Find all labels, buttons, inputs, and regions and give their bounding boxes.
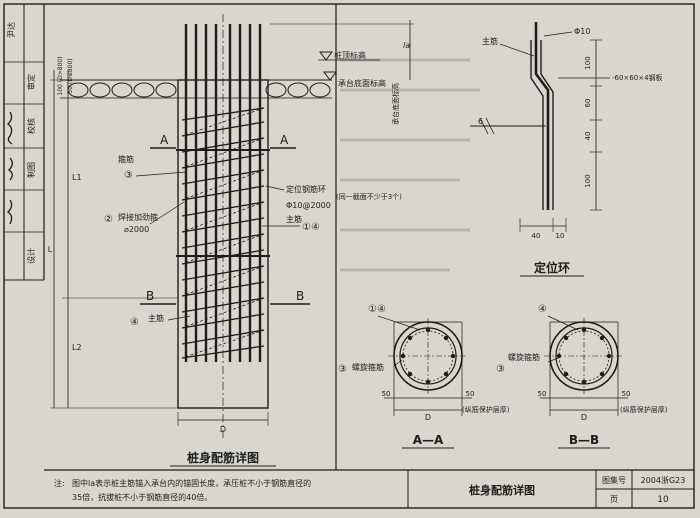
bb-dim-50-right: 50 — [622, 390, 631, 398]
dim-L2: L2 — [72, 343, 82, 352]
pile-top-label: 桩顶标高 — [334, 50, 366, 60]
aa-title: A—A — [413, 433, 444, 447]
pile-elevation-title: 桩身配筋详图 — [187, 450, 259, 465]
aa-spiral-label: 螺旋箍筋 — [352, 362, 384, 372]
pile-top-marker — [318, 51, 380, 61]
aa-dim-50-left: 50 — [382, 390, 391, 398]
dim-top-b: 50 (D≤800) — [67, 58, 74, 93]
bb-cover-note: (纵筋保护层厚) — [620, 405, 668, 414]
ring-main-bar-label: 主筋 — [482, 36, 498, 46]
cap-bottom-label: 承台底面标高 — [338, 78, 386, 88]
aa-bars — [400, 327, 456, 385]
ring-plate — [530, 40, 554, 210]
ring-plate-label: -60×60×4钢板 — [612, 73, 663, 82]
section-b-right: B — [296, 289, 304, 303]
outer-frame — [3, 3, 695, 509]
titleblock-atlas-no: 2004浙G23 — [641, 475, 686, 485]
note-block: 注: 图中la表示桩主筋锚入承台内的锚固长度，承压桩不小于钢筋直径的 35倍，抗… — [54, 478, 311, 502]
bb-spiral-label: 螺旋箍筋 — [508, 352, 540, 362]
locator-ring-detail: 主筋 Φ10 -60×60×4钢板 6 100 60 40 100 40 10 … — [470, 22, 663, 277]
note-prefix: 注: — [54, 478, 65, 488]
aa-dim-50-right: 50 — [466, 390, 475, 398]
stirrup-number: ③ — [124, 170, 133, 181]
dim-L1: L1 — [72, 173, 82, 182]
ring-width-10: 10 — [556, 232, 565, 240]
weld-hoop-label: 焊接加劲箍 — [118, 212, 158, 222]
ring-width-40: 40 — [532, 232, 541, 240]
weld-hoop-spec: ⌀2000 — [124, 225, 149, 234]
aa-dim-D: D — [425, 413, 431, 422]
ring-title: 定位环 — [534, 260, 570, 275]
pile-elevation: la 桩顶标高 承台底面标高 承台底面标高 A A B B ③ 箍筋 ② 焊接加… — [48, 14, 414, 467]
stirrup-label: 箍筋 — [118, 154, 134, 164]
titleblock-atlas-label: 图集号 — [602, 475, 626, 485]
note-line-1: 图中la表示桩主筋锚入承台内的锚固长度，承压桩不小于钢筋直径的 — [72, 478, 311, 488]
cap-bottom-vertical-label: 承台底面标高 — [391, 83, 400, 125]
locator-ring-label: 定位钢筋环 — [286, 184, 326, 194]
sidebar-signature-2 — [6, 111, 13, 145]
la-label: la — [403, 41, 410, 50]
ring-main-bar — [534, 22, 550, 210]
section-aa: ①④ ③ 螺旋箍筋 50 50 D (纵筋保护层厚) A—A — [338, 304, 510, 449]
locator-ring-note: (同一截面不少于3个) — [336, 192, 402, 201]
approval-sidebar: 尹达 审定 校核 制图 设计 — [4, 4, 45, 281]
ring-dim-4: 100 — [584, 174, 592, 187]
ring-dim-3: 40 — [584, 132, 592, 141]
sidebar-signature-3 — [7, 157, 13, 181]
aa-spiral-number: ③ — [338, 364, 347, 375]
locator-ring-spec: Φ10@2000 — [286, 201, 331, 210]
main-bar-low-number: ④ — [130, 317, 139, 328]
sidebar-signature-1: 尹达 — [6, 22, 16, 38]
section-a-right: A — [280, 133, 289, 147]
weld-hoop-number: ② — [104, 214, 113, 225]
section-a-left: A — [160, 133, 169, 147]
bb-dim-D: D — [581, 413, 587, 422]
titleblock-title: 桩身配筋详图 — [469, 483, 535, 497]
main-bar-label: 主筋 — [286, 214, 302, 224]
aa-cover-note: (纵筋保护层厚) — [462, 405, 510, 414]
ring-num-6: 6 — [478, 117, 483, 126]
section-b-left: B — [146, 289, 154, 303]
ring-dim-1: 100 — [584, 56, 592, 69]
section-bb: ④ ③ 螺旋箍筋 50 50 D (纵筋保护层厚) B—B — [496, 304, 668, 449]
cap-bottom-marker — [323, 71, 337, 81]
bb-bars-label: ④ — [538, 304, 547, 315]
dim-D: D — [220, 425, 226, 434]
sidebar-row-2: 校核 — [26, 118, 36, 134]
main-bars — [184, 24, 262, 362]
sidebar-signature-4 — [6, 199, 13, 225]
title-block: 桩身配筋详图 图集号 2004浙G23 页 10 — [407, 470, 694, 508]
ring-phi10-label: Φ10 — [574, 27, 590, 36]
main-bar-number: ①④ — [302, 222, 320, 233]
sidebar-row-4: 设计 — [26, 248, 36, 264]
sidebar-row-1: 审定 — [26, 74, 36, 90]
ring-dim-2: 60 — [584, 99, 592, 108]
titleblock-page-label: 页 — [610, 495, 618, 504]
titleblock-page-no: 10 — [657, 495, 669, 505]
note-line-2: 35倍，抗拔桩不小于钢筋直径的40倍。 — [72, 492, 212, 502]
bb-spiral-number: ③ — [496, 364, 505, 375]
bb-title: B—B — [569, 433, 599, 447]
main-bar-low-label: 主筋 — [148, 313, 164, 323]
background-note-lines — [340, 58, 480, 272]
aa-bars-label: ①④ — [368, 304, 386, 315]
dim-L: L — [48, 245, 53, 254]
sidebar-row-3: 制图 — [26, 162, 36, 178]
bb-dim-50-left: 50 — [538, 390, 547, 398]
dim-top-a: 100 (D>800) — [57, 56, 64, 95]
